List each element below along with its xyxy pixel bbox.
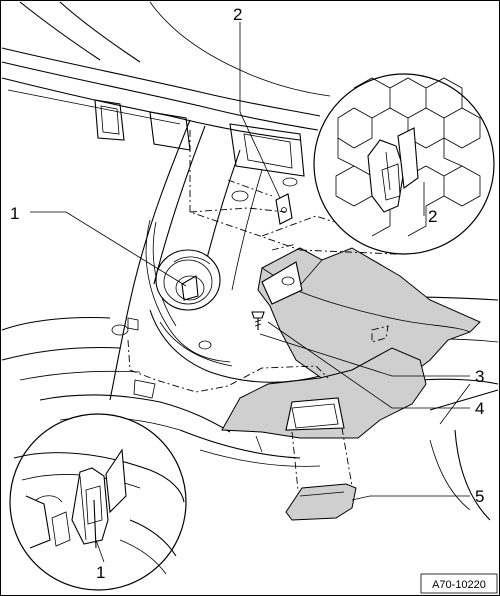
vehicle-body-structure [1,1,499,521]
leader-lines [30,22,470,563]
access-cover [285,483,357,521]
detail-callout-2: 2 [428,207,437,226]
callout-4: 4 [475,399,484,418]
detail-view-upper [313,73,495,255]
callout-2: 2 [233,5,242,24]
bracket-clip [275,193,293,225]
callout-3: 3 [475,367,484,386]
upper-trim-panel [257,247,481,391]
detail-view-lower [9,413,187,591]
detail-callout-1: 1 [96,563,105,582]
fuel-filler-housing [155,249,221,311]
reference-code-label: A70-10220 [420,573,498,594]
callout-1: 1 [10,204,19,223]
screw [251,311,265,330]
callout-5: 5 [475,487,484,506]
reference-code-text: A70-10220 [432,579,486,591]
